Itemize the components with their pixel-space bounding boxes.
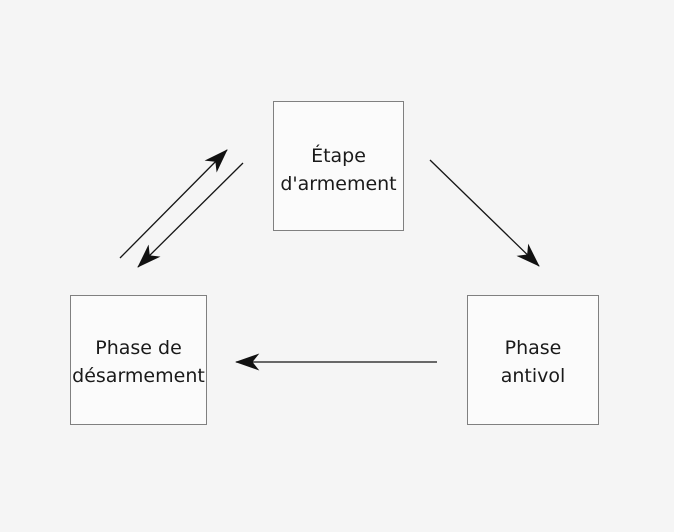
arrow-disarming-to-arming	[119, 149, 228, 259]
node-label: Phase	[504, 336, 562, 359]
node-label: Phase de	[95, 336, 182, 359]
arrow-arming-to-antitheft	[429, 159, 540, 267]
node-label: désarmement	[72, 364, 205, 387]
node-phase-desarmement: Phase de désarmement	[70, 295, 207, 425]
node-label: antivol	[500, 364, 566, 387]
arrow-arming-to-disarming	[137, 162, 244, 268]
node-phase-antivol: Phase antivol	[467, 295, 599, 425]
node-etape-armement: Étape d'armement	[273, 101, 404, 231]
node-label: d'armement	[280, 173, 397, 195]
node-label: Étape	[311, 145, 366, 167]
